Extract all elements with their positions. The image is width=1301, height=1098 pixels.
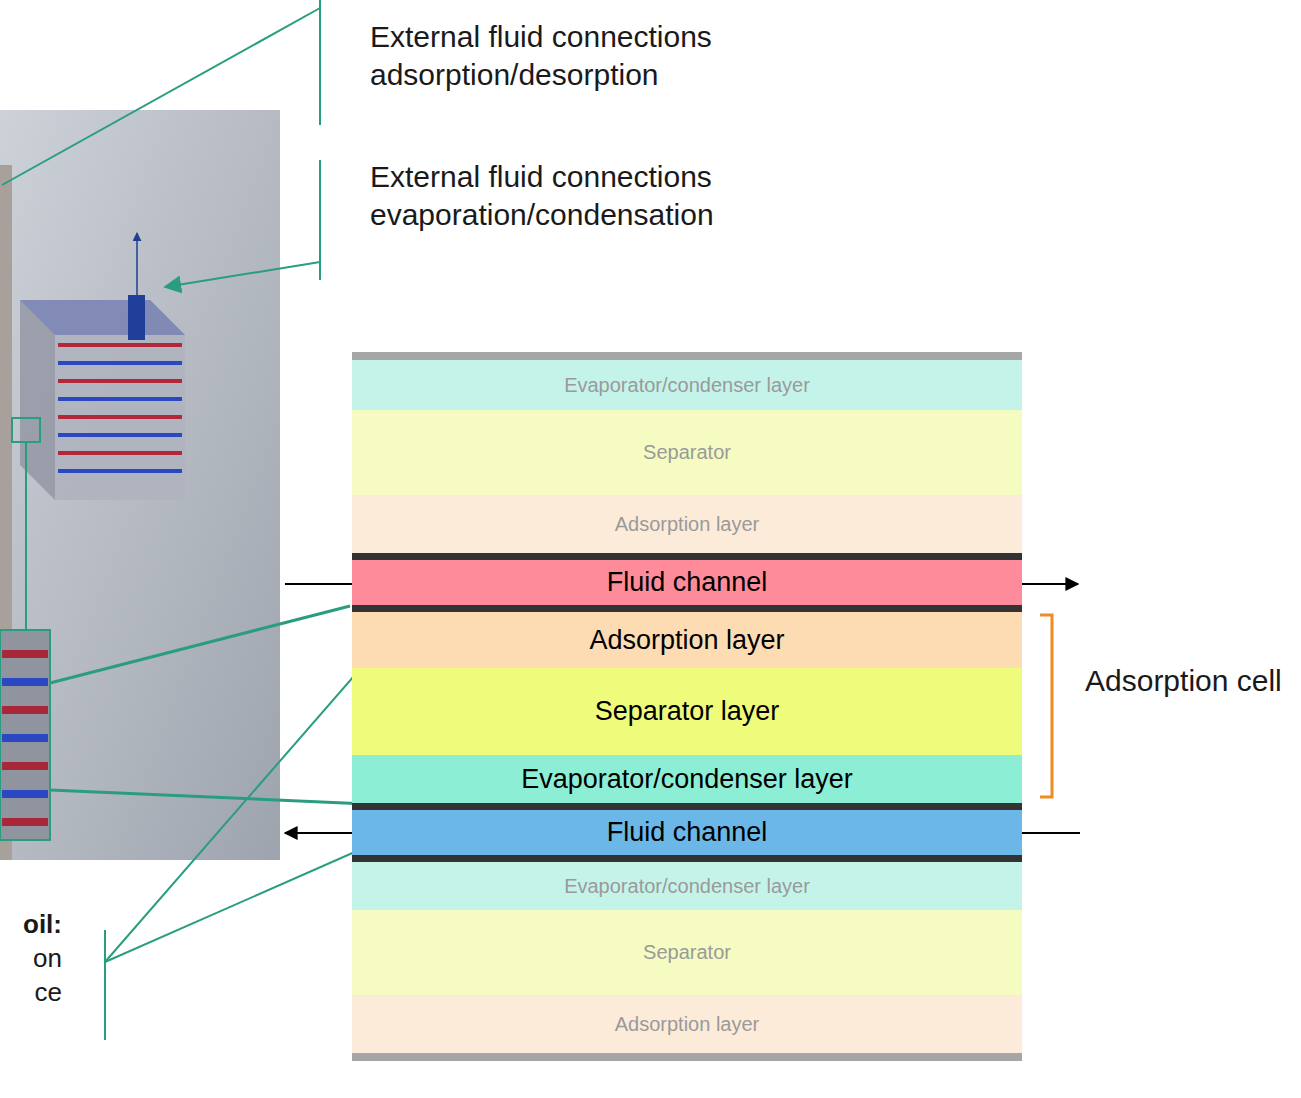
inset-stripe bbox=[2, 650, 48, 658]
inset-stripe bbox=[2, 734, 48, 742]
layer-band: Adsorption layer bbox=[352, 995, 1022, 1053]
layer-label: Fluid channel bbox=[607, 817, 768, 848]
layer-label: Fluid channel bbox=[607, 567, 768, 598]
layer-label: Separator bbox=[643, 441, 731, 464]
annotation-label: Adsorption cell bbox=[1085, 662, 1295, 700]
layer-label: Separator layer bbox=[595, 696, 780, 727]
wall-line bbox=[352, 605, 1022, 612]
layer-band: Fluid channel bbox=[352, 810, 1022, 855]
layer-label: Evaporator/condenser layer bbox=[564, 374, 810, 397]
zoom-line bbox=[25, 442, 27, 630]
leader-arrow bbox=[165, 262, 320, 287]
channel-stripe bbox=[58, 469, 182, 473]
layer-band: Adsorption layer bbox=[352, 612, 1022, 668]
inset-stripe bbox=[2, 762, 48, 770]
zoom-frame bbox=[12, 418, 40, 442]
layer-label: Evaporator/condenser layer bbox=[564, 875, 810, 898]
wall-line bbox=[352, 553, 1022, 560]
layer-band: Separator bbox=[352, 910, 1022, 995]
layer-band: Evaporator/condenser layer bbox=[352, 360, 1022, 410]
cropped-label: on bbox=[2, 942, 62, 975]
inset-stripes bbox=[2, 650, 48, 826]
leader-line bbox=[104, 930, 106, 1040]
channel-stripe bbox=[58, 433, 182, 437]
edge-bar bbox=[352, 1053, 1022, 1061]
annotation-label: External fluid connections adsorption/de… bbox=[370, 18, 840, 93]
cropped-label: oil: bbox=[2, 908, 62, 941]
layer-band: Separator bbox=[352, 410, 1022, 495]
flow-arrow bbox=[136, 233, 138, 295]
layer-label: Separator bbox=[643, 941, 731, 964]
wall-line bbox=[352, 803, 1022, 810]
channel-stripes bbox=[58, 345, 182, 471]
device-stack bbox=[20, 300, 185, 500]
inset-stripe bbox=[2, 790, 48, 798]
pipe bbox=[128, 295, 145, 340]
layer-band: Fluid channel bbox=[352, 560, 1022, 605]
layer-label: Evaporator/condenser layer bbox=[521, 764, 853, 795]
layer-band: Adsorption layer bbox=[352, 495, 1022, 553]
zoom-inset bbox=[0, 630, 50, 840]
layer-band: Evaporator/condenser layer bbox=[352, 862, 1022, 910]
channel-stripe bbox=[58, 397, 182, 401]
channel-stripe bbox=[58, 415, 182, 419]
channel-stripe bbox=[58, 361, 182, 365]
leader-line bbox=[50, 606, 350, 683]
cell-bracket bbox=[1040, 615, 1052, 797]
leader-line bbox=[2, 8, 320, 185]
inset-stripe bbox=[2, 706, 48, 714]
channel-stripe bbox=[58, 451, 182, 455]
edge-bar bbox=[352, 352, 1022, 360]
layer-label: Adsorption layer bbox=[615, 1013, 760, 1036]
layer-band: Separator layer bbox=[352, 668, 1022, 755]
channel-stripe bbox=[58, 343, 182, 347]
cropped-label: ce bbox=[2, 976, 62, 1009]
wall-line bbox=[352, 855, 1022, 862]
inset-stripe bbox=[2, 818, 48, 826]
annotation-label: External fluid connections evaporation/c… bbox=[370, 158, 840, 233]
layer-label: Adsorption layer bbox=[589, 625, 784, 656]
render-panel bbox=[0, 110, 280, 860]
leader-line bbox=[319, 0, 321, 125]
inset-stripe bbox=[2, 678, 48, 686]
layer-band: Evaporator/condenser layer bbox=[352, 755, 1022, 803]
channel-stripe bbox=[58, 379, 182, 383]
layer-label: Adsorption layer bbox=[615, 513, 760, 536]
